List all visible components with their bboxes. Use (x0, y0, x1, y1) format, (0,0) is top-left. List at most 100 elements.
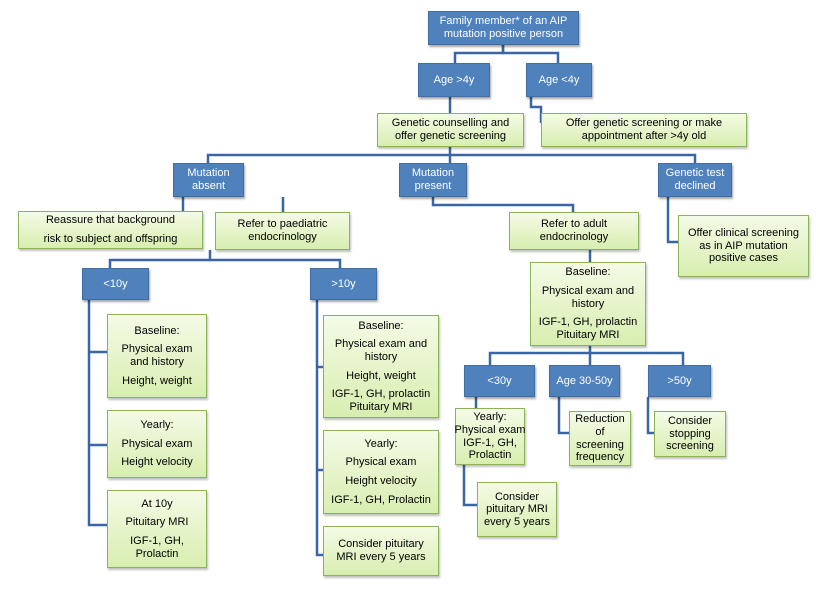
connector (206, 146, 452, 163)
node-text-line: Reduction (575, 413, 625, 426)
connector (431, 197, 575, 212)
connector (666, 197, 678, 244)
node-text-line: screening (576, 438, 624, 451)
node-text-line: Refer to paediatric (237, 218, 328, 231)
reassure-node: Reassure that background risk to subject … (18, 211, 203, 249)
node-text-line: risk to subject and offspring (43, 233, 178, 245)
node-text-line: mutation positive person (443, 28, 564, 40)
connector (462, 465, 477, 507)
under-30-node: <30y (464, 365, 535, 397)
under-10-node: <10y (82, 268, 149, 300)
node-text-line: IGF-1, GH, (463, 436, 517, 449)
node-text-line: Physical exam (345, 456, 417, 469)
connector (450, 153, 697, 163)
node-text-line: At 10y (141, 497, 173, 510)
node-text-line: Mutation (187, 167, 230, 180)
node-text-line: declined (674, 180, 716, 192)
node-text-line: IGF-1, GH, (130, 535, 184, 547)
node-text-line: Genetic test (665, 167, 725, 180)
connector (453, 43, 505, 63)
node-text-line: Refer to adult (540, 218, 608, 231)
node-text-line: Consider (667, 415, 713, 428)
node-text-line: Age <4y (538, 73, 580, 86)
node-text-line: Age 30-50y (556, 374, 613, 387)
node-text-line: present (414, 180, 452, 192)
node-text-line: Pituitary MRI (349, 400, 413, 413)
node-text-line: <10y (103, 277, 128, 290)
node-text-line: Pituitary MRI (556, 328, 620, 341)
node-text-line: Mutation (411, 167, 455, 180)
connector (646, 397, 654, 435)
node-text-line: screening (666, 440, 714, 453)
connector (590, 351, 685, 365)
node-text-line: pituitary MRI (486, 503, 548, 516)
connector (557, 397, 569, 435)
over-50-node: >50y (648, 365, 711, 397)
over-10-node: >10y (310, 268, 377, 300)
node-text-line: endocrinology (248, 231, 317, 243)
node-text-line: IGF-1, GH, prolactin (538, 316, 638, 329)
connector (488, 345, 592, 365)
node-text-line: Yearly: (473, 411, 507, 424)
node-text-line: Baseline: (358, 319, 404, 332)
node-text-line: Prolactin (468, 449, 512, 462)
node-text-line: Age >4y (433, 73, 475, 86)
node-text-line: IGF-1, GH, prolactin (331, 388, 431, 401)
connector (210, 258, 342, 268)
node-text-line: Consider (494, 490, 540, 503)
connector (108, 250, 212, 268)
node-text-line: frequency (575, 451, 625, 464)
connector (501, 43, 560, 63)
node-text-line: Height velocity (345, 475, 417, 487)
node-text-line: Reassure that background (45, 214, 176, 227)
node-text-line: endocrinology (539, 231, 609, 243)
node-text-line: Baseline: (565, 266, 611, 279)
node-text-line: absent (191, 180, 226, 192)
node-text-line: <30y (487, 374, 512, 387)
node-text-line: positive cases (708, 252, 779, 265)
age-over-4-node: Age >4y (418, 63, 490, 97)
node-text-line: offer genetic screening (394, 130, 507, 142)
node-text-line: Height, weight (346, 369, 416, 382)
node-text-line: Physical exam and (541, 285, 635, 298)
node-text-line: Yearly: (364, 437, 398, 450)
node-text-line: history (364, 350, 398, 363)
node-text-line: history (571, 297, 605, 310)
node-text-line: Offer genetic screening or make (565, 117, 723, 130)
node-text-line: MRI every 5 years (336, 551, 426, 563)
node-text-line: Offer clinical screening (687, 227, 800, 240)
node-text-line: Consider pituitary (338, 538, 424, 551)
age-30-50-node: Age 30-50y (549, 365, 620, 397)
connector (87, 300, 107, 527)
node-text-line: >10y (331, 277, 356, 290)
node-text-line: >50y (667, 374, 692, 387)
node-text-line: IGF-1, GH, Prolactin (331, 493, 431, 506)
node-text-line: Yearly: (140, 419, 174, 432)
node-text-line: Baseline: (134, 324, 180, 337)
node-text-line: of (595, 425, 605, 438)
node-text-line: Height velocity (121, 456, 193, 469)
node-text-line: Physical exam (454, 423, 526, 436)
node-text-line: every 5 years (483, 515, 551, 528)
node-text-line: Physical exam and (334, 338, 428, 351)
age-under-4-node: Age <4y (526, 63, 592, 97)
node-text-line: Height, weight (122, 374, 192, 387)
node-text-line: as in AIP mutation (699, 239, 788, 252)
